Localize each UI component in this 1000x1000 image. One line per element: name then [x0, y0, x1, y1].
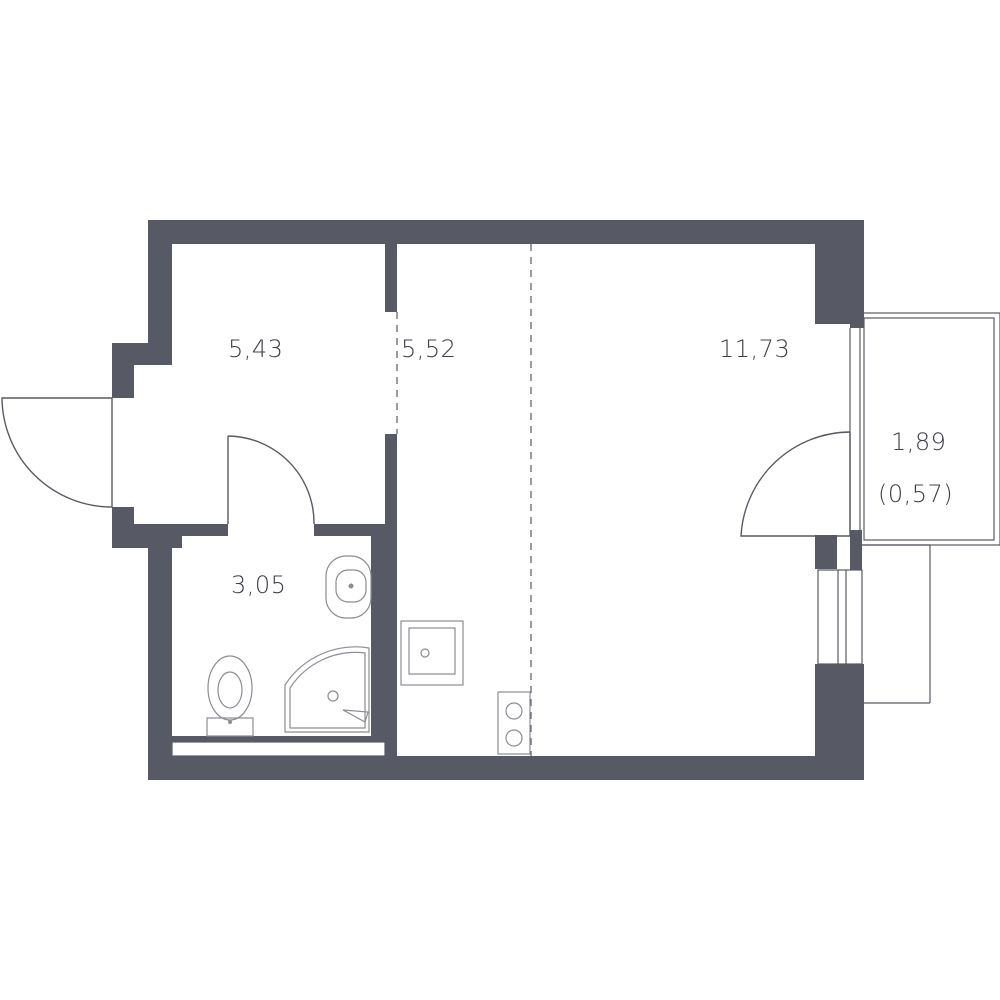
room-area-kitchen: 5,52 [401, 335, 457, 363]
room-area-living: 11,73 [719, 335, 791, 363]
room-area-bathroom: 3,05 [231, 571, 287, 599]
zone-lines [396, 244, 532, 756]
bathroom-door [227, 435, 315, 525]
stove-icon [497, 691, 531, 755]
room-area-hallway: 5,43 [228, 335, 284, 363]
sink-icon [325, 555, 372, 619]
shower-icon [284, 646, 370, 733]
toilet-icon [206, 655, 254, 737]
balcony [740, 312, 1000, 704]
room-area-balcony: 1,89 [891, 428, 947, 456]
walls [112, 220, 864, 780]
room-area-balcony-reduced: (0,57) [878, 480, 954, 508]
entrance-door [1, 397, 113, 508]
kitchen-sink-icon [400, 620, 464, 686]
